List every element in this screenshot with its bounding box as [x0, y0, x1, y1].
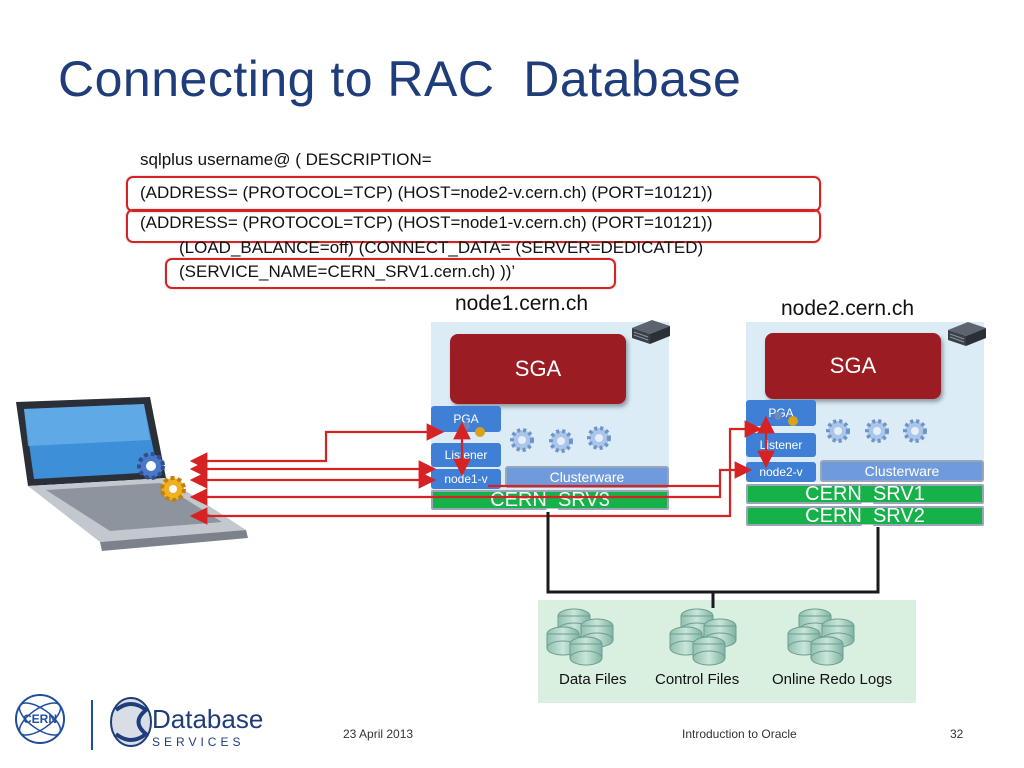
node2-sga: SGA — [765, 333, 941, 399]
node2-service-srv1: CERN_SRV1 — [746, 484, 984, 504]
disk-stack-icon — [787, 608, 855, 666]
footer-date: 23 April 2013 — [343, 727, 414, 741]
node2-clusterware: Clusterware — [820, 460, 984, 482]
node1-name: node1.cern.ch — [455, 292, 589, 315]
highlight-box-address-node1 — [126, 209, 821, 243]
storage-label-control-files: Control Files — [655, 671, 740, 688]
connect-string-line-4: (LOAD_BALANCE=off) (CONNECT_DATA= (SERVE… — [179, 238, 704, 257]
disk-stack-icon — [669, 608, 737, 666]
gear-icon — [510, 419, 927, 453]
connect-string-line-2: (ADDRESS= (PROTOCOL=TCP) (HOST=node2-v.c… — [140, 183, 713, 202]
server-stack-icon — [948, 322, 986, 346]
storage-label-data-files: Data Files — [559, 671, 627, 688]
svg-text:SERVICES: SERVICES — [152, 735, 244, 749]
highlight-box-service-name — [165, 258, 616, 289]
connect-string-line-1: sqlplus username@ ( DESCRIPTION= — [140, 150, 432, 169]
highlight-box-address-node2 — [126, 176, 821, 212]
footer-course: Introduction to Oracle — [682, 727, 797, 741]
gear-icon — [137, 452, 165, 480]
slide-title: Connecting to RAC Database — [58, 51, 742, 107]
node2-service-srv2: CERN_SRV2 — [746, 506, 984, 526]
connect-string-line-5: (SERVICE_NAME=CERN_SRV1.cern.ch) ))’ — [179, 262, 516, 281]
laptop-icon — [16, 397, 248, 551]
svg-text:CERN: CERN — [23, 712, 57, 726]
disk-stack-icon — [546, 608, 614, 666]
storage-label-online-redo-logs: Online Redo Logs — [772, 671, 893, 688]
node2-name: node2.cern.ch — [781, 297, 915, 320]
gear-icon — [160, 476, 186, 502]
connect-string-line-3: (ADDRESS= (PROTOCOL=TCP) (HOST=node1-v.c… — [140, 213, 713, 232]
svg-text:Database: Database — [152, 704, 263, 734]
gear-icon — [518, 427, 919, 445]
cern-logo: CERN — [15, 694, 65, 744]
node1-sga: SGA — [450, 334, 626, 404]
server-stack-icon — [632, 320, 670, 344]
database-services-logo: Database SERVICES — [110, 697, 263, 749]
footer-page-number: 32 — [950, 727, 964, 741]
